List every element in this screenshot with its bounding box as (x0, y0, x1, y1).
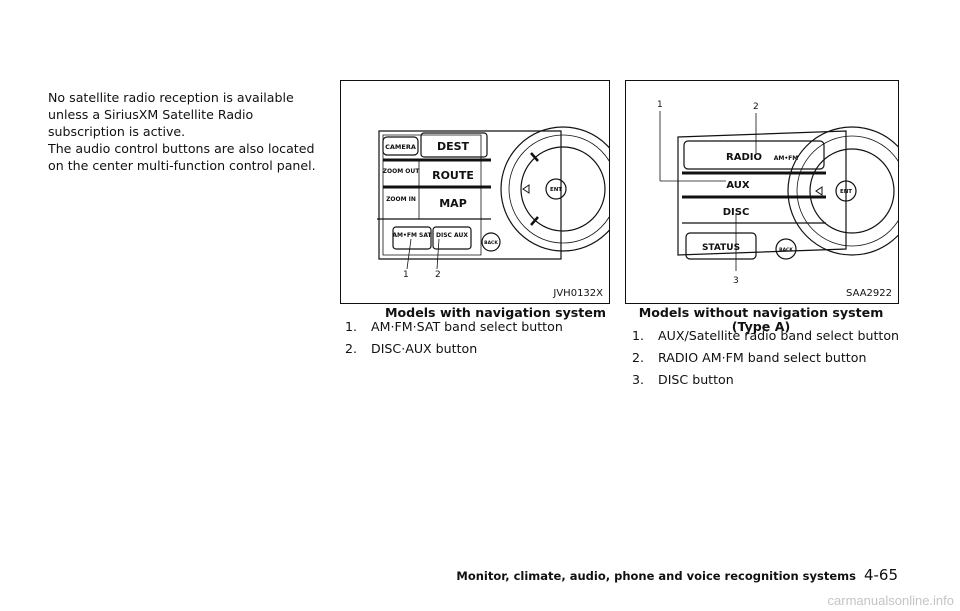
footer-section-title: Monitor, climate, audio, phone and voice… (456, 569, 856, 583)
callout-2: 2 (435, 270, 441, 280)
list-item: 3.DISC button (632, 372, 734, 387)
callout-3: 3 (733, 276, 739, 286)
figure-code: JVH0132X (553, 288, 603, 299)
navigation-button-list: 1.AM·FM·SAT band select button 2.DISC·AU… (345, 318, 605, 362)
callout-1: 1 (403, 270, 409, 280)
page-footer: Monitor, climate, audio, phone and voice… (456, 565, 898, 584)
back-button-label: BACK (779, 247, 793, 253)
dest-button-label: DEST (437, 140, 470, 153)
disc-aux-button-label: DISC AUX (436, 232, 468, 239)
zoom-out-button-label: ZOOM OUT (383, 168, 421, 175)
figure-navigation-panel: CAMERA DEST ZOOM OUT ROUTE ZOOM IN MAP A… (340, 80, 610, 304)
list-item: 2.DISC·AUX button (345, 341, 478, 356)
callout-2: 2 (753, 102, 759, 112)
non-navigation-panel-drawing: RADIO AM•FM AUX DISC STATUS BACK ENT 1 2… (657, 100, 898, 286)
back-button-label: BACK (484, 240, 498, 246)
route-button-label: ROUTE (432, 169, 474, 182)
figure-caption: Models with navigation system (385, 305, 606, 320)
figure-non-navigation-panel: RADIO AM•FM AUX DISC STATUS BACK ENT 1 2… (625, 80, 899, 304)
disc-button-label: DISC (723, 207, 750, 218)
enter-button-label: ENT (550, 187, 562, 193)
list-item: 2.RADIO AM·FM band select button (632, 350, 867, 365)
camera-button-label: CAMERA (385, 143, 416, 151)
list-item: 1.AM·FM·SAT band select button (345, 319, 563, 334)
control-panel-note-paragraph: The audio control buttons are also locat… (48, 141, 316, 173)
list-item: 1.AUX/Satellite radio band select button (632, 328, 900, 343)
watermark: carmanualsonline.info (827, 593, 954, 608)
radio-button-label: RADIO (726, 152, 762, 163)
enter-button-label: ENT (840, 189, 852, 195)
non-navigation-button-list: 1.AUX/Satellite radio band select button… (632, 327, 900, 393)
satellite-note-paragraph: No satellite radio reception is availabl… (48, 90, 294, 139)
navigation-panel-drawing: CAMERA DEST ZOOM OUT ROUTE ZOOM IN MAP A… (377, 126, 609, 280)
map-button-label: MAP (439, 197, 467, 210)
figure-caption: Models without navigation system (Type A… (638, 305, 884, 334)
amfm-sat-button-label: AM•FM SAT (392, 232, 432, 239)
amfm-button-label: AM•FM (774, 155, 799, 162)
callout-1: 1 (657, 100, 663, 110)
zoom-in-button-label: ZOOM IN (386, 196, 416, 203)
page-number: 4-65 (863, 566, 898, 584)
status-button-label: STATUS (702, 243, 740, 253)
figure-code: SAA2922 (846, 288, 892, 299)
aux-button-label: AUX (726, 180, 750, 191)
